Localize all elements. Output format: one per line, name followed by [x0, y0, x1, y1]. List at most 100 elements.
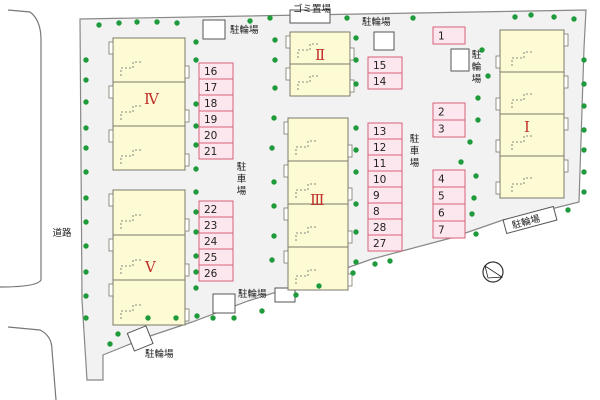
- parking-space-number: 26: [204, 268, 218, 280]
- tree-icon: [193, 285, 199, 291]
- bike-parking-label-top-center: 駐輪場: [362, 17, 391, 28]
- building-iv-unit: [112, 81, 186, 127]
- building-iv-unit: [112, 125, 186, 171]
- tree-icon: [193, 166, 199, 172]
- parking-space-number: 3: [438, 124, 445, 136]
- parking-space-number: 1: [438, 31, 445, 43]
- tree-icon: [353, 229, 359, 235]
- tree-icon: [471, 195, 477, 201]
- parking-space-number: 25: [204, 252, 217, 264]
- tree-icon: [173, 315, 179, 321]
- tree-icon: [372, 261, 378, 267]
- tree-icon: [353, 35, 359, 41]
- tree-icon: [83, 57, 89, 63]
- tree-icon: [353, 81, 359, 87]
- tree-icon: [353, 259, 359, 265]
- building-iii-unit: [287, 117, 349, 162]
- bike-shelter-bottom-left: [212, 293, 236, 314]
- tree-icon: [581, 81, 587, 87]
- tree-icon: [83, 195, 89, 201]
- tree-icon: [231, 315, 237, 321]
- road-label: 道路: [52, 228, 72, 239]
- tree-icon: [193, 57, 199, 63]
- tree-icon: [353, 57, 359, 63]
- road-edge-bottom: [7, 326, 57, 400]
- building-ii: [285, 31, 355, 97]
- tree-icon: [293, 292, 299, 298]
- parking-space-1: [432, 26, 466, 45]
- parking-space-number: 14: [373, 76, 387, 88]
- parking-space-14: [367, 72, 403, 90]
- tree-icon: [83, 269, 89, 275]
- tree-icon: [350, 270, 356, 276]
- tree-icon: [107, 341, 113, 347]
- parking-space-number: 6: [438, 208, 445, 220]
- bike-shelter-bottom-corner: [126, 325, 154, 352]
- tree-icon: [267, 15, 273, 21]
- tree-icon: [83, 315, 89, 321]
- parking-space-21: [198, 142, 234, 160]
- parking-space-3: [432, 119, 466, 138]
- tree-icon: [410, 15, 416, 21]
- tree-icon: [83, 293, 89, 299]
- tree-icon: [353, 169, 359, 175]
- tree-icon: [193, 189, 199, 195]
- tree-icon: [467, 139, 473, 145]
- tree-icon: [269, 145, 275, 151]
- parking-area-label-left: 駐車場: [236, 162, 247, 197]
- tree-icon: [479, 47, 485, 53]
- parking-space-number: 27: [373, 238, 386, 250]
- tree-icon: [83, 99, 89, 105]
- parking-space-number: 4: [438, 174, 445, 186]
- parking-block-right-upper: 23: [432, 102, 466, 138]
- tree-icon: [581, 169, 587, 175]
- tree-icon: [581, 57, 587, 63]
- building-i-unit: [499, 155, 565, 199]
- tree-icon: [344, 15, 350, 21]
- building-name-iii: Ⅲ: [310, 191, 325, 209]
- tree-icon: [115, 331, 121, 337]
- parking-space-7: [432, 220, 466, 239]
- tree-icon: [512, 14, 518, 20]
- tree-icon: [145, 315, 151, 321]
- tree-icon: [353, 201, 359, 207]
- parking-space-number: 5: [438, 191, 445, 203]
- bike-parking-label-bottom-center: 駐輪場: [238, 289, 267, 300]
- tree-icon: [193, 253, 199, 259]
- tree-icon: [473, 173, 479, 179]
- building-iii-unit: [287, 160, 349, 205]
- tree-icon: [83, 243, 89, 249]
- tree-icon: [269, 257, 275, 263]
- north-arrow-icon: [482, 261, 504, 283]
- building-i-unit: [499, 71, 565, 115]
- building-v-unit: [112, 189, 186, 236]
- tree-icon: [83, 125, 89, 131]
- bike-shelter-tilted: [502, 205, 558, 235]
- tree-icon: [353, 147, 359, 153]
- tree-icon: [387, 258, 393, 264]
- parking-space-number: 21: [204, 146, 217, 158]
- bike-shelter-top-center: [373, 31, 395, 51]
- tree-icon: [83, 169, 89, 175]
- tree-icon: [193, 142, 199, 148]
- tree-icon: [174, 20, 180, 26]
- tree-icon: [193, 209, 199, 215]
- tree-icon: [83, 77, 89, 83]
- road-edge-top: [0, 9, 42, 288]
- tree-icon: [193, 39, 199, 45]
- parking-block-top: 1: [432, 26, 466, 45]
- tree-icon: [83, 145, 89, 151]
- building-ii-unit: [289, 31, 351, 65]
- building-name-iv: Ⅳ: [144, 90, 159, 108]
- building-v-unit: [112, 234, 186, 281]
- parking-space-number: 19: [204, 114, 217, 126]
- tree-icon: [96, 22, 102, 28]
- tree-icon: [193, 229, 199, 235]
- tree-icon: [259, 308, 265, 314]
- tree-icon: [193, 269, 199, 275]
- bike-shelter-top-left: [202, 19, 226, 40]
- tree-icon: [581, 147, 587, 153]
